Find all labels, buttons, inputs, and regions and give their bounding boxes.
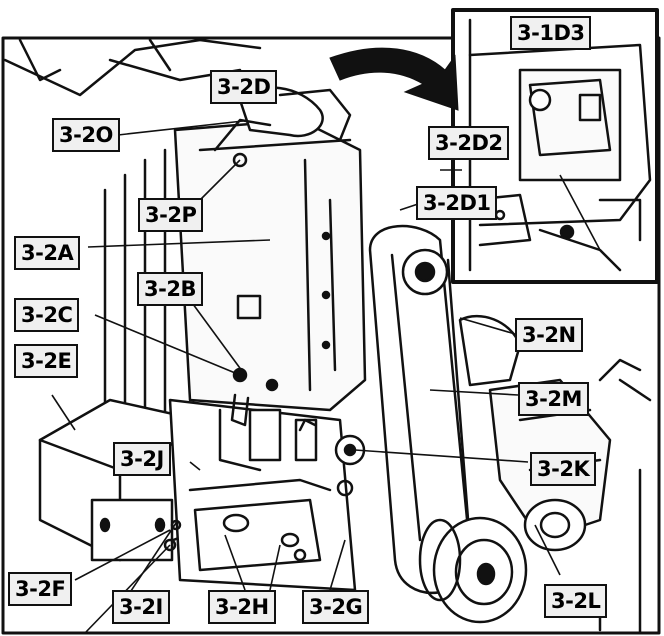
callout-3-1D3: 3-1D3 (510, 16, 592, 50)
callout-3-2J: 3-2J (113, 442, 171, 476)
callout-3-2O: 3-2O (52, 118, 120, 152)
callout-3-2K: 3-2K (530, 452, 597, 486)
leader-3-2M (429, 389, 519, 396)
callout-3-2A: 3-2A (14, 236, 81, 270)
leader-3-2O (117, 120, 244, 136)
callout-3-2B: 3-2B (137, 272, 203, 306)
leader-3-2I (124, 519, 179, 601)
callout-3-2L: 3-2L (544, 584, 608, 618)
leader-3-2N (459, 317, 516, 335)
callout-3-2G: 3-2G (302, 590, 370, 624)
callout-3-2C: 3-2C (14, 298, 80, 332)
callout-3-2E: 3-2E (14, 344, 79, 378)
leader-3-2H (224, 534, 246, 591)
callout-3-2F: 3-2F (8, 572, 73, 606)
leader-3-2D1 (399, 203, 419, 211)
callout-3-2D1: 3-2D1 (416, 186, 498, 220)
leader-3-2G (329, 539, 346, 591)
callout-3-2H: 3-2H (208, 590, 276, 624)
leader-3-2F (74, 529, 171, 581)
leader-3-2I-b (84, 544, 171, 634)
leader-3-2J (189, 461, 201, 471)
callout-3-2D: 3-2D (210, 70, 278, 104)
callout-3-2I: 3-2I (112, 590, 170, 624)
leader-3-2C (94, 314, 241, 376)
leader-3-2L (534, 524, 561, 576)
leader-3-2P (199, 159, 241, 201)
callout-3-2N: 3-2N (515, 318, 583, 352)
leader-3-2E (51, 394, 76, 431)
callout-3-2D2: 3-2D2 (428, 126, 510, 160)
callout-3-2P: 3-2P (138, 198, 204, 232)
leader-3-2D2b (559, 174, 601, 251)
leader-3-2B (189, 299, 246, 376)
leader-3-2K (354, 449, 529, 463)
callout-3-2M: 3-2M (518, 382, 589, 416)
leader-3-2H-b (269, 544, 281, 591)
outer-frame (1, 36, 661, 635)
leader-3-2A (87, 239, 271, 248)
